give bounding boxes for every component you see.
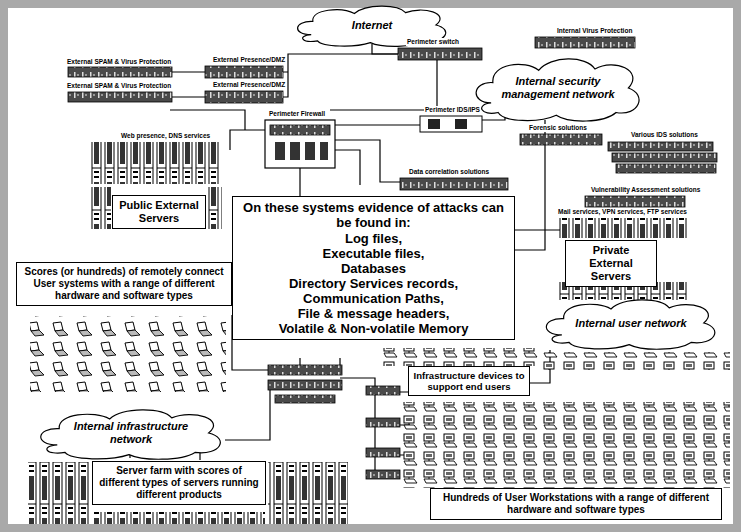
device-part [366,470,400,479]
device-part [540,352,730,370]
device-part [330,60,437,110]
device-part [400,178,508,190]
device-part [282,54,398,97]
device-label: External SPAM & Virus Protection [66,82,172,90]
cloud-label: Internal infrastructure network [34,406,228,460]
cloud-outline [546,300,714,349]
device-part [225,390,270,440]
device-label: External SPAM & Virus Protection [66,58,172,66]
device-label: Perimeter Firewall [268,110,326,118]
cloud-label: Internal security management network [470,54,646,122]
server-group-box: Public External Servers [112,195,206,229]
device-part [268,365,342,375]
list-item: Log files, [237,231,510,246]
device-part [455,119,467,129]
list-item: File & message headers, [237,306,510,321]
device-part [290,142,300,160]
device-label: External Presence/DMZ [212,56,286,64]
device-label: Mail services, VPN services, FTP service… [557,208,688,216]
device-part [559,218,689,238]
servers-and-workstations [28,142,730,524]
device-part [535,37,635,48]
device-label: External Presence/DMZ [212,81,286,89]
device-part [398,48,482,60]
device-part [172,72,205,97]
device-part [28,462,90,524]
node-text: Scores (or hundreds) of remotely connect… [21,266,227,302]
device-label: Perimeter IDS/IPS [424,106,481,114]
device-part [205,66,283,78]
device-part [520,134,602,145]
workstation-group-box: Hundreds of User Workstations with a ran… [430,488,722,520]
device-part [335,125,420,185]
device-part [275,395,335,403]
server-farm-box: Server farm with scores of different typ… [92,461,266,505]
infrastructure-box: Infrastructure devices to support end us… [408,366,530,396]
page-ground [8,8,733,524]
device-part [91,187,111,229]
device-part [382,348,542,366]
server-group-box: Private External Servers [565,240,657,287]
list-item: Databases [237,261,510,276]
device-label: Internal Virus Protection [556,27,633,35]
device-part [68,92,172,102]
node-text: Server farm with scores of different typ… [97,465,261,501]
device-part [93,512,265,524]
device-part [428,119,440,129]
device-part [305,142,315,160]
device-part [268,380,342,390]
device-part [612,153,717,162]
device-part [268,462,348,524]
device-label: Vulnerability Assessment solutions [590,186,701,194]
device-label: Various IDS solutions [630,131,699,139]
cloud-label: Internal user network [540,296,722,350]
list-item: Directory Services records, [237,276,510,291]
node-text: Internal security management network [492,75,624,101]
device-part [608,142,713,151]
node-text: On these systems evidence of attacks can… [237,200,510,230]
cloud-outline [41,410,221,459]
device-part [205,91,283,103]
evidence-box: On these systems evidence of attacks can… [232,196,515,340]
cloud-outline [476,59,639,121]
device-part [366,448,400,457]
device-part [265,120,335,168]
node-text: Internal user network [575,317,686,330]
node-text: Hundreds of User Workstations with a ran… [435,492,717,516]
node-text: Private External Servers [570,244,652,283]
device-part [208,187,222,229]
node-text: Infrastructure devices to support end us… [413,370,525,392]
user-group-box: Scores (or hundreds) of remotely connect… [16,262,232,306]
list-item: Executable files, [237,246,510,261]
device-part [30,316,226,392]
device-part [68,67,172,77]
device-part [585,196,685,207]
device-label: Web presence, DNS services [120,132,211,140]
device-part [299,168,300,196]
device-part [420,116,482,132]
device-part [270,125,330,135]
device-label: Perimeter switch [406,38,460,46]
device-part [366,386,400,395]
list-item: Communication Paths, [237,291,510,306]
node-text: Internet [352,19,392,32]
device-part [616,164,716,173]
device-part [275,142,285,160]
device-label: Data correlation solutions [408,168,490,176]
node-text: Internal infrastructure network [56,420,206,446]
device-part [320,142,328,160]
device-label: Forensic solutions [528,124,588,132]
device-part [91,142,221,184]
device-part [366,418,400,427]
node-text: Public External Servers [117,199,201,225]
device-part [400,402,730,488]
list-item: Volatile & Non-volatile Memory [237,321,510,336]
